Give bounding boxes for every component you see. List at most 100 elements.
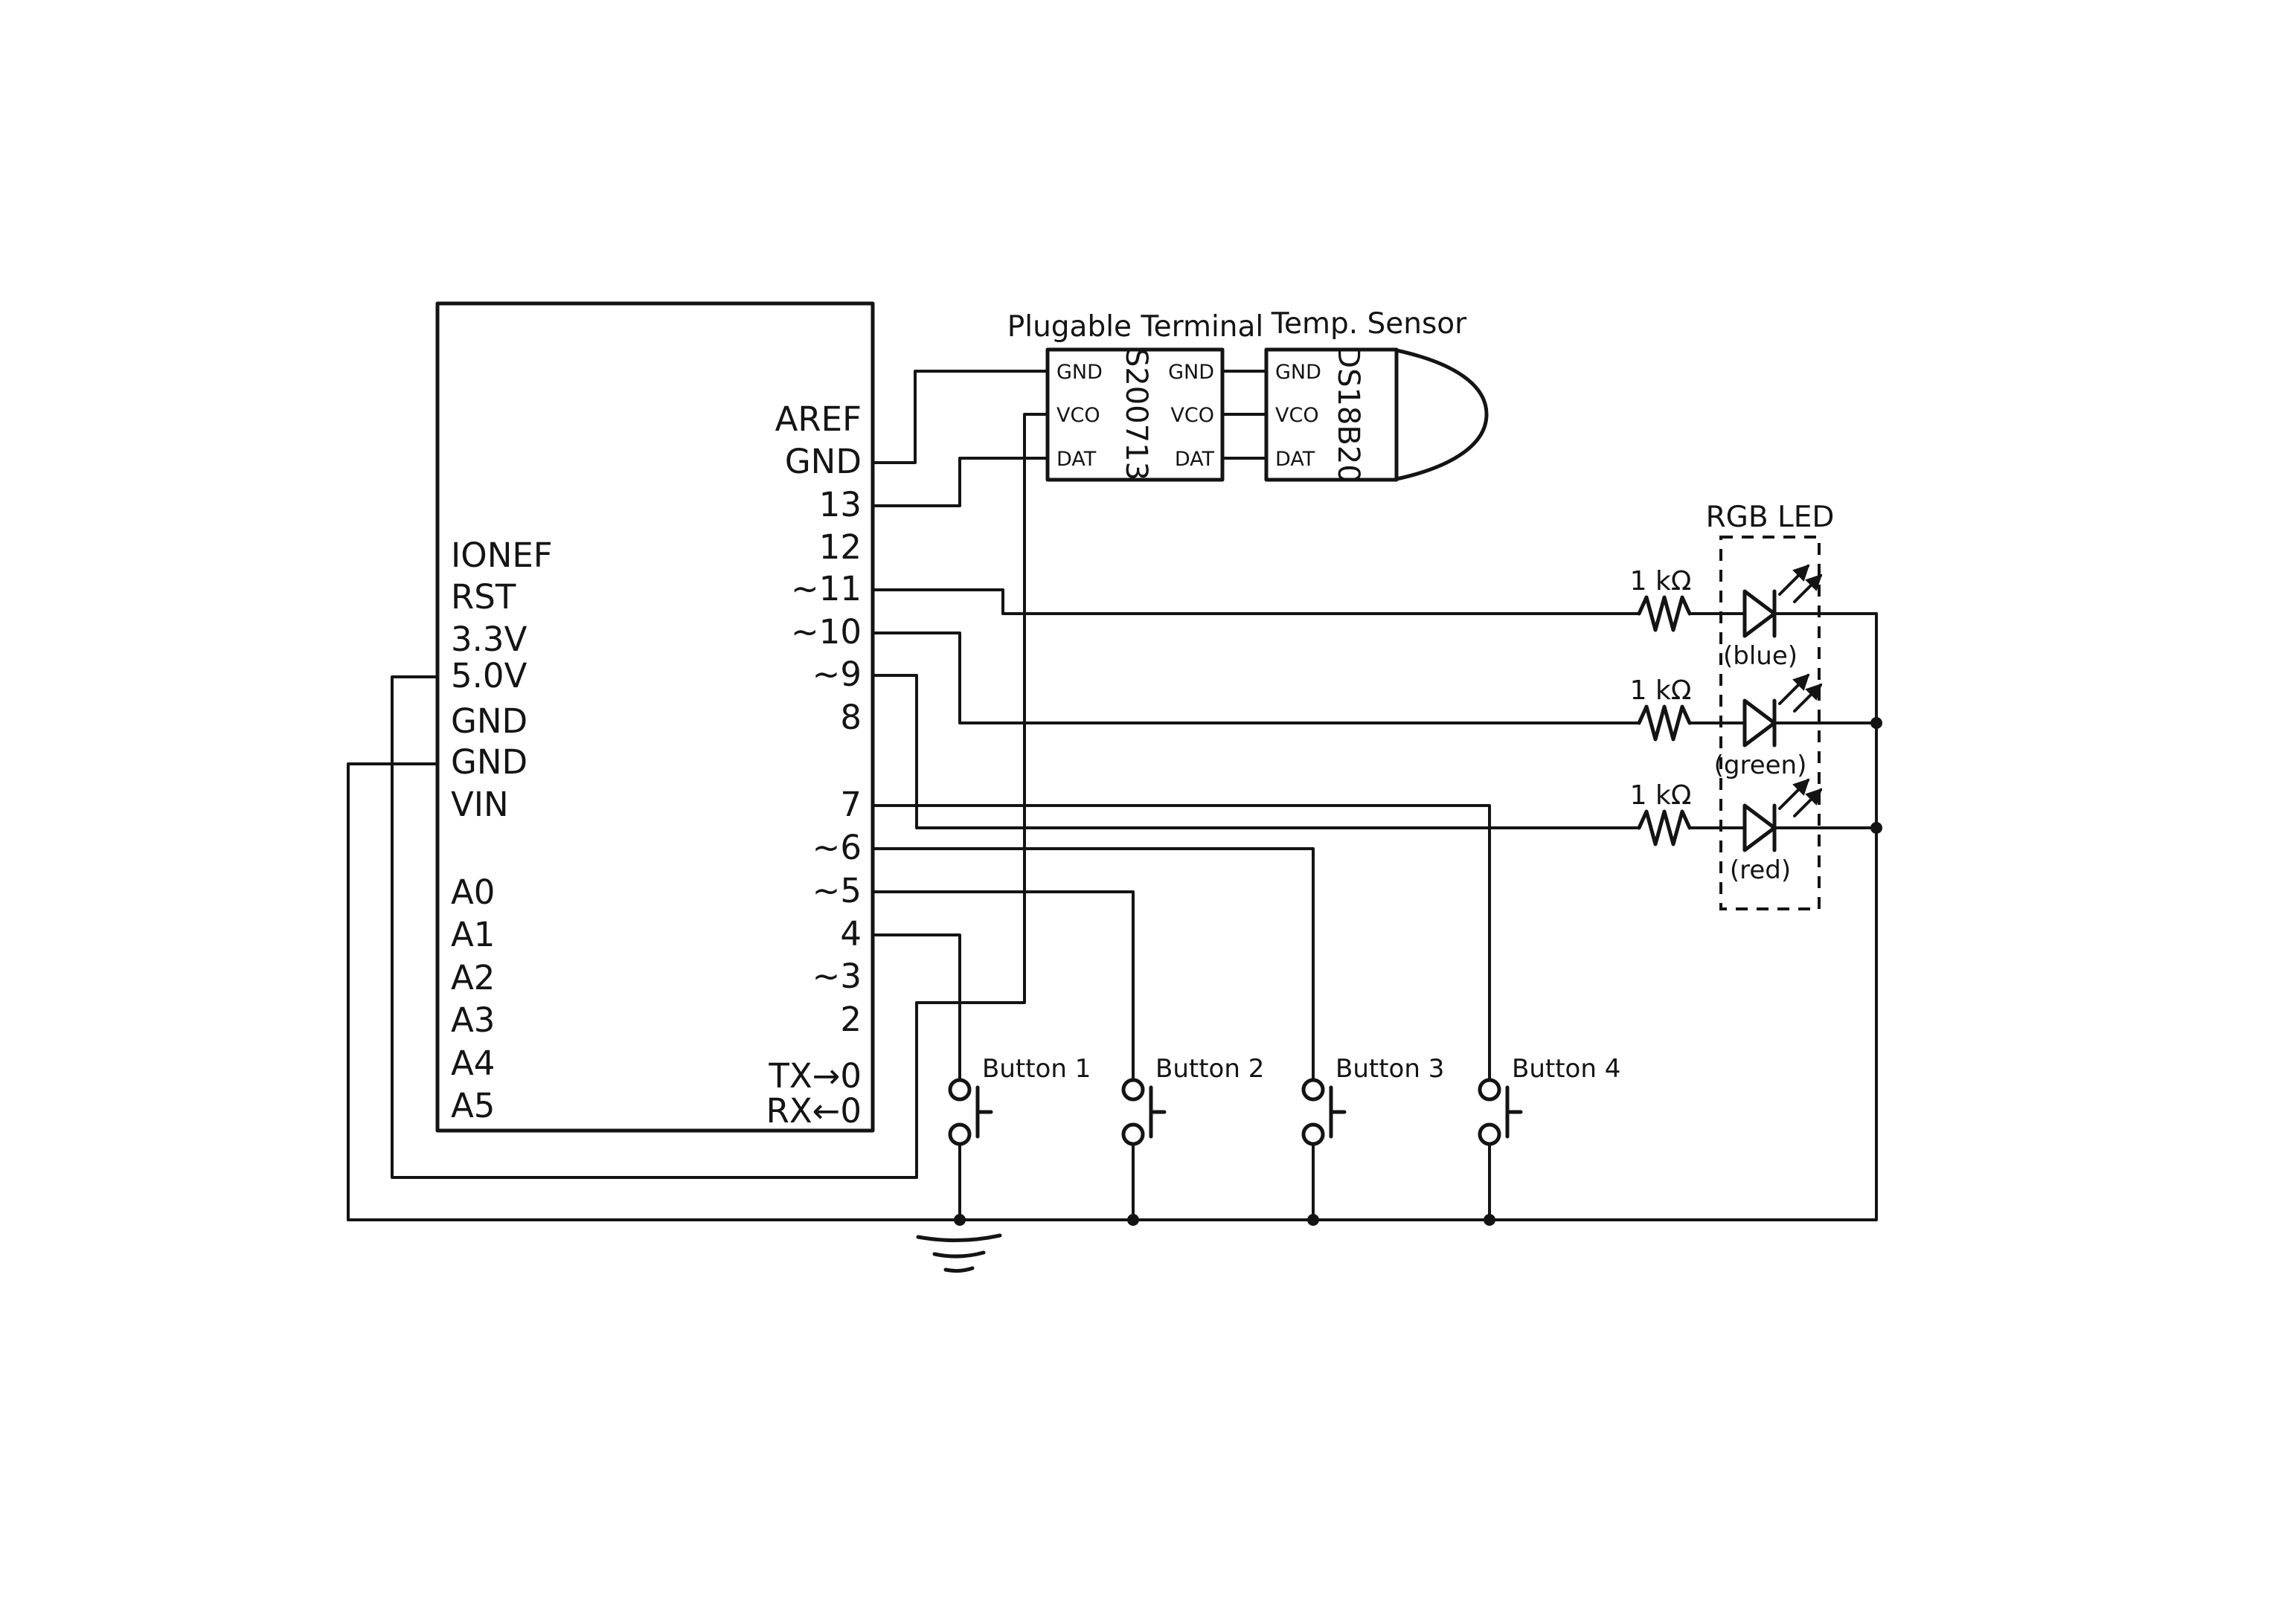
terminal-pin-vco-left: VCO bbox=[1056, 404, 1100, 427]
led-color-label-blue: (blue) bbox=[1723, 641, 1798, 671]
pin-label-ioref: IONEF bbox=[451, 536, 553, 575]
resistor-value-green: 1 kΩ bbox=[1630, 675, 1692, 706]
button-3-label: Button 3 bbox=[1335, 1054, 1444, 1084]
rgb-channel-blue: 1 kΩ (blue) bbox=[1630, 564, 1823, 671]
wire-9-to-red bbox=[871, 674, 1641, 829]
button-actuator-icon bbox=[1505, 1085, 1523, 1139]
resistor-icon bbox=[1637, 704, 1692, 742]
temp-sensor-bulge bbox=[1396, 348, 1489, 481]
wire-vco-to-5v bbox=[391, 413, 1049, 1179]
junction-dots bbox=[954, 717, 1882, 1226]
arduino-right-pin-labels: AREF GND 13 12 ~11 ~10 ~9 8 7 ~6 ~5 4 ~3… bbox=[766, 399, 862, 1131]
button-1-label: Button 1 bbox=[982, 1054, 1091, 1084]
button-terminal bbox=[948, 1078, 972, 1102]
led-arrow-icon bbox=[1793, 573, 1823, 603]
pin-label-3v3: 3.3V bbox=[451, 620, 527, 659]
resistor-icon bbox=[1637, 595, 1692, 632]
led-color-label-red: (red) bbox=[1730, 855, 1791, 885]
pluggable-terminal: Plugable Terminal GND VCO DAT GND VCO DA… bbox=[1007, 310, 1263, 482]
button-terminal bbox=[1478, 1078, 1501, 1102]
button-terminal bbox=[948, 1122, 972, 1146]
button-actuator-icon bbox=[975, 1085, 993, 1139]
pin-label-tx: TX→0 bbox=[768, 1056, 862, 1096]
wire-11-to-blue bbox=[871, 588, 1641, 615]
rgb-led-title: RGB LED bbox=[1706, 501, 1835, 534]
pin-label-6: ~6 bbox=[812, 828, 862, 867]
pin-label-a1: A1 bbox=[451, 915, 495, 954]
pin-label-3: ~3 bbox=[812, 957, 862, 996]
pin-label-gnd-a: GND bbox=[451, 701, 527, 741]
led-arrow-icon bbox=[1793, 683, 1823, 713]
button-4: Button 4 bbox=[1478, 1054, 1620, 1146]
wires bbox=[347, 370, 1878, 1221]
resistor-value-blue: 1 kΩ bbox=[1630, 566, 1692, 597]
terminal-pin-dat-left: DAT bbox=[1056, 448, 1097, 471]
sensor-chip-label: DS18B20 bbox=[1331, 345, 1365, 483]
led-color-label-green: (green) bbox=[1714, 751, 1807, 780]
junction-dot bbox=[1870, 822, 1882, 834]
wire-6-to-button3 bbox=[871, 847, 1315, 1082]
resistor-icon bbox=[1637, 809, 1692, 846]
pin-label-5v: 5.0V bbox=[451, 656, 527, 695]
pluggable-terminal-outline bbox=[1045, 347, 1225, 482]
temp-sensor-outline bbox=[1264, 347, 1399, 482]
button-terminal bbox=[1121, 1078, 1145, 1102]
resistor-value-red: 1 kΩ bbox=[1630, 780, 1692, 811]
terminal-pin-dat-right: DAT bbox=[1175, 448, 1215, 471]
terminal-pin-gnd-left: GND bbox=[1056, 361, 1103, 384]
temp-sensor: Temp. Sensor GND VCO DAT DS18B20 bbox=[1264, 307, 1489, 483]
arduino-outline bbox=[435, 301, 875, 1133]
led-arrow-icon bbox=[1778, 564, 1810, 596]
junction-dot bbox=[954, 1214, 966, 1226]
sensor-pin-vco: VCO bbox=[1275, 404, 1319, 427]
pin-label-13: 13 bbox=[819, 485, 862, 524]
button-actuator-icon bbox=[1149, 1085, 1167, 1139]
led-icon bbox=[1742, 589, 1777, 638]
rgb-channel-red: 1 kΩ (red) bbox=[1630, 778, 1823, 885]
led-icon bbox=[1742, 698, 1777, 748]
rgb-led-outline bbox=[1719, 536, 1821, 910]
temp-sensor-title: Temp. Sensor bbox=[1271, 307, 1467, 341]
arduino-board: IONEF RST 3.3V 5.0V GND GND VIN A0 A1 A2… bbox=[435, 301, 875, 1133]
ground-symbol-icon bbox=[916, 1233, 1002, 1273]
pin-label-rx: RX←0 bbox=[766, 1091, 862, 1131]
pin-label-a0: A0 bbox=[451, 872, 495, 912]
button-actuator-icon bbox=[1329, 1085, 1347, 1139]
pin-label-aref: AREF bbox=[775, 399, 862, 439]
button-terminal bbox=[1301, 1078, 1325, 1102]
terminal-pin-vco-right: VCO bbox=[1170, 404, 1214, 427]
sensor-pin-dat: DAT bbox=[1275, 448, 1315, 471]
wire-gnd-to-terminal bbox=[871, 370, 1049, 464]
button-terminal bbox=[1478, 1122, 1501, 1146]
pin-label-gnd-r: GND bbox=[785, 442, 862, 481]
button-2: Button 2 bbox=[1121, 1054, 1264, 1146]
junction-dot bbox=[1307, 1214, 1319, 1226]
pin-label-a3: A3 bbox=[451, 1000, 495, 1040]
button-2-label: Button 2 bbox=[1155, 1054, 1264, 1084]
junction-dot bbox=[1484, 1214, 1495, 1226]
button-terminal bbox=[1301, 1122, 1325, 1146]
pin-label-rst: RST bbox=[451, 577, 516, 617]
wire-13-to-dat bbox=[871, 457, 1049, 507]
pin-label-a5: A5 bbox=[451, 1086, 495, 1125]
pin-label-12: 12 bbox=[819, 527, 862, 567]
button-terminal bbox=[1121, 1122, 1145, 1146]
pin-label-9: ~9 bbox=[812, 655, 862, 694]
pin-label-5: ~5 bbox=[812, 871, 862, 910]
pin-label-7: 7 bbox=[840, 785, 862, 824]
junction-dot bbox=[1870, 717, 1882, 729]
pin-label-vin: VIN bbox=[451, 785, 509, 824]
led-icon bbox=[1742, 803, 1777, 852]
wire-5-to-button2 bbox=[871, 890, 1135, 1082]
pin-label-8: 8 bbox=[840, 698, 862, 737]
pin-label-a2: A2 bbox=[451, 958, 495, 997]
pin-label-a4: A4 bbox=[451, 1044, 495, 1083]
junction-dot bbox=[1127, 1214, 1139, 1226]
rgb-led-block: RGB LED 1 kΩ (blue) 1 kΩ (green) 1 kΩ bbox=[1630, 501, 1835, 910]
wire-7-to-button4 bbox=[871, 804, 1491, 1082]
pin-label-4: 4 bbox=[840, 914, 862, 954]
rgb-channel-green: 1 kΩ (green) bbox=[1630, 673, 1823, 780]
led-arrow-icon bbox=[1793, 788, 1823, 817]
